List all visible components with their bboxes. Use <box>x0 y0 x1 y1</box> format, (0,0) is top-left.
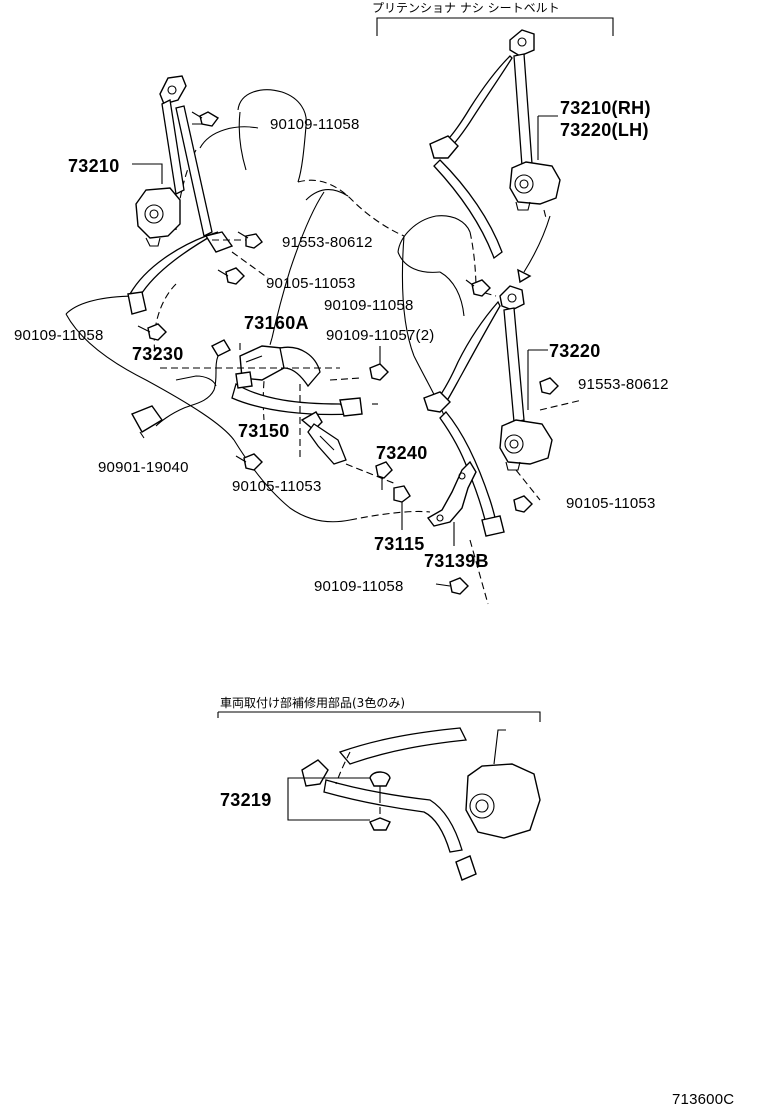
figure-code: 713600C <box>672 1091 734 1108</box>
bolt-90109-11058-bottom-icon <box>435 577 469 595</box>
bolt-90105-11053-lower: 90105-11053 <box>232 478 322 495</box>
right-seatbelt-top <box>429 29 561 284</box>
part-73139b: 73139B <box>424 551 489 571</box>
bolt-90109-11058-top: 90109-11058 <box>270 116 360 133</box>
bolt-91553-80612-left: 91553-80612 <box>282 234 373 251</box>
bracket-73139b <box>426 460 489 605</box>
bolt-90109-11057: 90109-11057(2) <box>326 327 434 344</box>
part-73240: 73240 <box>376 443 428 463</box>
part-73220-lh: 73220(LH) <box>560 120 649 140</box>
part-73230: 73230 <box>132 344 184 364</box>
bolt-90109-11058-bottom: 90109-11058 <box>314 578 404 595</box>
bolt-90109-11058-leftside: 90109-11058 <box>14 327 104 344</box>
bolt-90109-11058-mid-icon <box>465 279 491 297</box>
repair-note: 車両取付け部補修用部品(3色のみ) <box>220 695 405 710</box>
buckle-assembly <box>131 339 397 485</box>
bolt-90901-19040: 90901-19040 <box>98 459 189 476</box>
bolt-91553-80612-right-icon <box>539 377 559 395</box>
bolt-90109-11058-leftside-icon <box>137 323 167 341</box>
part-73219: 73219 <box>220 790 272 810</box>
bolt-91553-80612-left-icon <box>237 231 263 249</box>
part-73150: 73150 <box>238 421 290 441</box>
bolt-90105-11053-right: 90105-11053 <box>566 495 656 512</box>
bolt-90105-11053-upper: 90105-11053 <box>266 275 356 292</box>
bolt-90901-19040-icon <box>235 453 263 471</box>
repair-parts-73219 <box>287 727 541 881</box>
bolt-90109-11058-top-icon <box>191 111 220 127</box>
bolt-91553-80612-right: 91553-80612 <box>578 376 669 393</box>
repair-bracket <box>217 711 541 722</box>
part-73220-right: 73220 <box>549 341 601 361</box>
bolt-90105-11053-lower-icon <box>375 461 393 490</box>
bolt-73115-icon <box>393 485 411 530</box>
left-seatbelt-73210 <box>127 75 269 315</box>
bolt-90109-11058-mid: 90109-11058 <box>324 297 414 314</box>
part-73210-rh: 73210(RH) <box>560 98 651 118</box>
pretensioner-bracket <box>376 17 614 36</box>
bolt-90109-11057-icon <box>369 346 389 381</box>
pretensioner-note: プリテンショナ ナシ シートベルト <box>372 1 560 15</box>
part-73210-left: 73210 <box>68 156 120 176</box>
part-73160a: 73160A <box>244 313 309 333</box>
bolt-90105-11053-upper-icon <box>217 267 245 285</box>
part-73115: 73115 <box>374 534 425 554</box>
bolt-90105-11053-right-icon <box>513 495 533 513</box>
